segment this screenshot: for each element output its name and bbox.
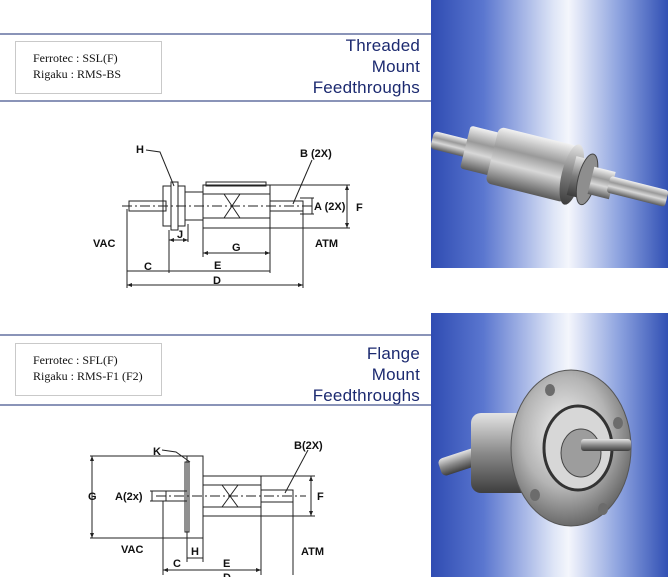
label-E: E [223, 558, 230, 570]
label-G: G [88, 491, 97, 503]
flange-feedthrough-photo [431, 313, 668, 577]
section1-bottom-rule [0, 100, 431, 102]
label-E: E [214, 260, 221, 272]
label-VAC: VAC [93, 238, 115, 250]
section2-bottom-rule [0, 404, 431, 406]
title-line: Threaded [345, 36, 420, 55]
flange-feedthrough-image [438, 369, 632, 527]
label-D: D [223, 572, 231, 577]
label-J: J [177, 229, 183, 241]
reference-line-rigaku: Rigaku : RMS-BS [33, 67, 122, 81]
title-line: Feedthroughs [312, 386, 420, 405]
label-H: H [191, 546, 199, 558]
label-F: F [356, 202, 363, 214]
label-A: A (2X) [314, 201, 346, 213]
section2-title: Flange Mount Feedthroughs [313, 343, 420, 406]
section2-top-rule [0, 334, 431, 336]
label-C: C [144, 261, 152, 273]
label-H: H [136, 144, 144, 156]
threaded-feedthrough-image [430, 126, 668, 207]
title-line: Mount [371, 57, 420, 76]
label-D: D [213, 275, 221, 287]
label-A: A(2x) [115, 491, 143, 503]
threaded-feedthrough-photo [430, 0, 668, 268]
section1-title: Threaded Mount Feedthroughs [313, 35, 420, 98]
reference-line-ferrotec: Ferrotec : SSL(F) [33, 51, 118, 65]
reference-line-rigaku: Rigaku : RMS-F1 (F2) [33, 369, 143, 383]
reference-line-ferrotec: Ferrotec : SFL(F) [33, 353, 118, 367]
label-K: K [153, 446, 161, 458]
label-B: B(2X) [294, 440, 323, 452]
title-line: Flange [366, 344, 420, 363]
label-G: G [232, 242, 241, 254]
title-line: Mount [371, 365, 420, 384]
label-F: F [317, 491, 324, 503]
label-B: B (2X) [300, 148, 332, 160]
section1-top-rule [0, 33, 431, 35]
title-line: Feedthroughs [312, 78, 420, 97]
label-C: C [173, 558, 181, 570]
flange-drawing: K B(2X) G A(2x) F VAC H ATM C E D [88, 440, 324, 577]
label-ATM: ATM [301, 546, 324, 558]
threaded-drawing: H B (2X) A (2X) F VAC ATM J G C E D [93, 144, 363, 288]
section2-reference-box: Ferrotec : SFL(F) Rigaku : RMS-F1 (F2) [15, 343, 162, 396]
label-ATM: ATM [315, 238, 338, 250]
label-VAC: VAC [121, 544, 143, 556]
section1-reference-box: Ferrotec : SSL(F) Rigaku : RMS-BS [15, 41, 162, 94]
